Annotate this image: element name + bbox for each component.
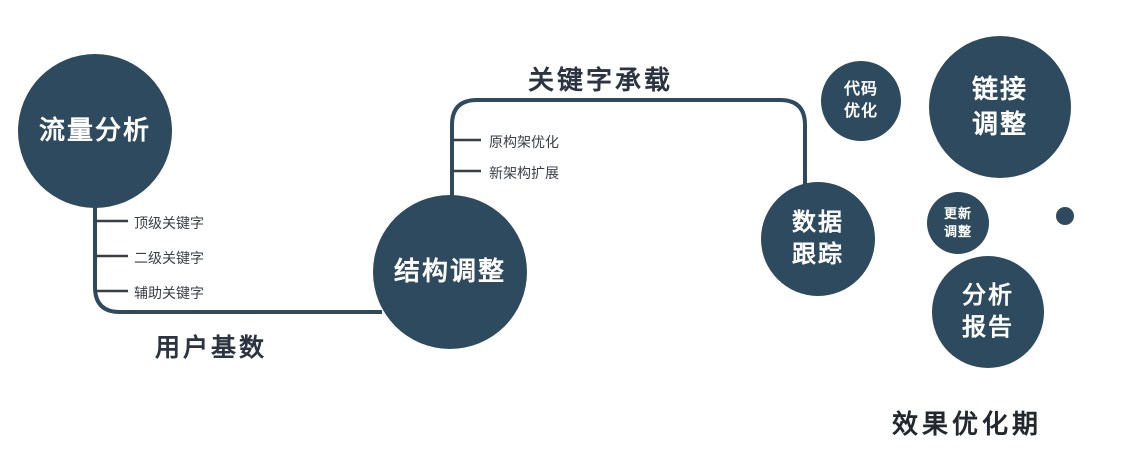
small-dot <box>1056 207 1074 225</box>
caption-effect-optimization: 效果优化期 <box>892 409 1043 439</box>
node-code-optimize-line1: 代码 <box>843 81 878 99</box>
node-traffic-analysis: 流量分析 <box>18 54 172 208</box>
branch-orig-arch: 原构架优化 <box>489 134 559 150</box>
branch-aux-keyword: 辅助关键字 <box>134 285 204 301</box>
node-code-optimize-line2: 优化 <box>843 103 878 120</box>
node-data-tracking-line2: 跟踪 <box>792 241 844 268</box>
edge-traffic-to-structure <box>93 200 382 314</box>
node-update-adjust: 更新 调整 <box>927 192 989 254</box>
branch-second-keyword: 二级关键字 <box>134 250 204 266</box>
branch-new-arch: 新架构扩展 <box>489 165 559 181</box>
node-link-adjust-line2: 调整 <box>971 109 1028 139</box>
node-analysis-report-line1: 分析 <box>962 281 1014 309</box>
edge-label-user-base: 用户基数 <box>155 334 268 362</box>
branch-top-keyword: 顶级关键字 <box>134 215 204 231</box>
node-analysis-report: 分析 报告 <box>932 256 1044 368</box>
node-data-tracking: 数据 跟踪 <box>761 182 875 296</box>
node-link-adjust-line1: 链接 <box>971 73 1028 104</box>
node-data-tracking-line1: 数据 <box>792 208 844 236</box>
edge-structure-to-tracking <box>450 98 807 200</box>
node-structure-adjust-label: 结构调整 <box>393 256 506 287</box>
edge-label-keyword-carry: 关键字承载 <box>528 65 674 95</box>
node-update-adjust-line1: 更新 <box>943 206 972 222</box>
node-analysis-report-line2: 报告 <box>962 314 1014 341</box>
node-update-adjust-line2: 调整 <box>943 224 972 239</box>
node-structure-adjust: 结构调整 <box>373 195 527 349</box>
node-code-optimize: 代码 优化 <box>821 61 901 141</box>
node-traffic-analysis-label: 流量分析 <box>38 115 151 146</box>
node-link-adjust: 链接 调整 <box>929 36 1071 178</box>
